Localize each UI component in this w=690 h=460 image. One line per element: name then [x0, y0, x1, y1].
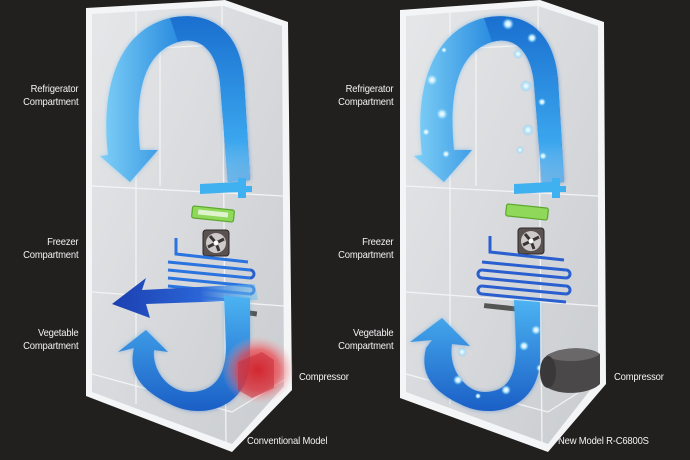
label-compressor: Compressor — [299, 371, 349, 383]
cool-air-bubbles — [422, 18, 547, 399]
label-vegetable-compartment: Vegetable Compartment — [337, 327, 393, 352]
label-compressor: Compressor — [614, 371, 664, 383]
air-outlet — [200, 178, 252, 198]
air-outlet — [514, 178, 566, 198]
evaporator-coil — [476, 236, 572, 304]
label-freezer-compartment: Freezer Compartment — [22, 236, 78, 261]
label-refrigerator-compartment: Refrigerator Compartment — [337, 83, 393, 108]
airflow-arrow-bottom — [410, 300, 540, 412]
damper — [505, 203, 549, 221]
airflow-arrow-top — [100, 16, 250, 182]
compressor-icon — [540, 348, 600, 393]
fan-icon — [202, 229, 230, 257]
label-vegetable-compartment: Vegetable Compartment — [22, 327, 78, 352]
label-model-conventional: Conventional Model — [247, 435, 328, 447]
fridge-new-model — [400, 0, 606, 452]
airflow-arrow-freezer — [112, 278, 258, 318]
fridge-conventional — [86, 0, 294, 452]
label-refrigerator-compartment: Refrigerator Compartment — [22, 83, 78, 108]
label-model-new: New Model R-C6800S — [558, 435, 649, 447]
airflow-arrow-bottom — [118, 296, 250, 412]
label-freezer-compartment: Freezer Compartment — [337, 236, 393, 261]
airflow-arrow-top — [414, 16, 564, 184]
fan-icon — [517, 227, 545, 255]
compressor-icon — [222, 336, 294, 404]
